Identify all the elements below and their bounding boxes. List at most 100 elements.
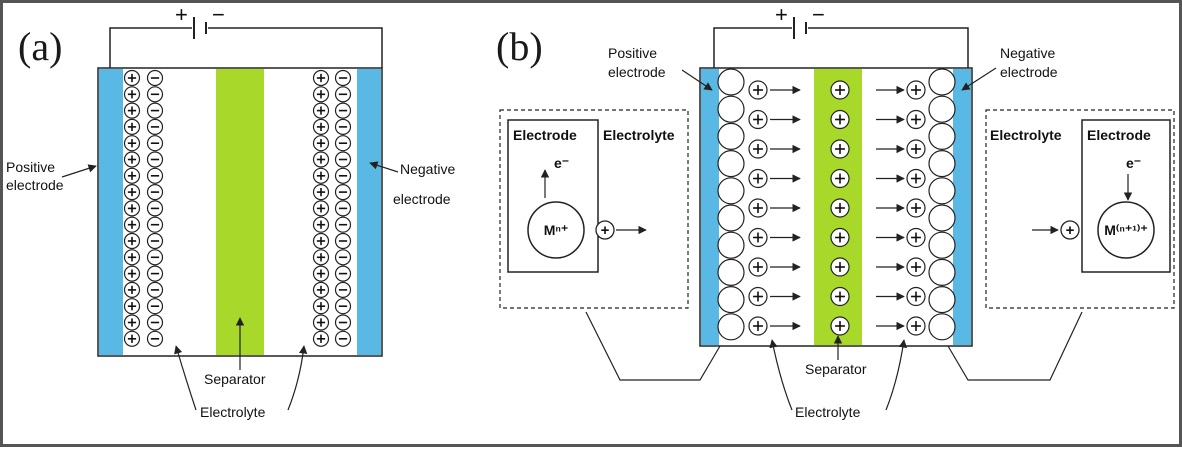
cation-near-positive [748, 168, 768, 189]
electrode-particle [928, 150, 956, 178]
panel-b-electrolyte-label: Electrolyte [795, 404, 861, 420]
negative-charge [146, 118, 164, 136]
positive-charge [312, 232, 330, 250]
positive-charge [312, 135, 330, 152]
negative-charge [146, 135, 164, 152]
cation-in-separator [830, 139, 850, 159]
negative-charge [334, 167, 352, 184]
negative-charge [334, 249, 352, 266]
positive-charge [312, 102, 330, 119]
panel-b-minus-sign: − [812, 2, 825, 27]
positive-charge [312, 69, 330, 87]
positive-charge [123, 102, 141, 119]
cation-near-positive [748, 109, 768, 130]
negative-charge [334, 86, 352, 103]
cation-near-negative [906, 198, 926, 218]
inset-right-metal-ion-label: M⁽ⁿ⁺¹⁾⁺ [1104, 222, 1148, 238]
inset-left-released-cation: + [595, 220, 615, 240]
positive-charge [123, 298, 141, 315]
cation-near-negative [906, 316, 926, 336]
positive-charge [123, 184, 141, 201]
panel-b-electrolyte-arrow-right [885, 339, 908, 411]
electrode-particle [717, 122, 745, 150]
positive-charge [123, 151, 141, 168]
negative-charge [146, 265, 164, 282]
positive-charge [123, 281, 141, 298]
electrode-particle [717, 95, 745, 123]
panel-b-right-label-line2: electrode [1000, 64, 1058, 80]
panel-a-positive-electrode [99, 69, 123, 355]
panel-b-separator-label: Separator [805, 361, 867, 377]
negative-charge [334, 151, 352, 168]
inset-left-released-cation-sign: + [601, 222, 610, 239]
positive-charge [312, 281, 330, 298]
electrode-particle [928, 95, 956, 123]
positive-charge [312, 184, 330, 201]
cation-near-positive [748, 257, 768, 277]
positive-charge [123, 330, 141, 347]
negative-charge [334, 281, 352, 298]
inset-right-electrode-label: Electrode [1087, 127, 1151, 143]
negative-charge [334, 135, 352, 152]
negative-charge [146, 314, 164, 331]
positive-charge [312, 314, 330, 331]
panel-b: (b) + − Positive electrode Negative elec… [496, 2, 1175, 420]
inset-left-electrode-label: Electrode [513, 127, 577, 143]
cation-near-positive [748, 80, 768, 100]
electrode-particle [928, 313, 956, 341]
negative-charge [334, 314, 352, 331]
cation-near-positive [748, 227, 768, 248]
positive-charge [312, 298, 330, 315]
cation-in-separator [830, 198, 850, 218]
cation-near-positive [748, 139, 768, 159]
panel-b-right-label-arrow [961, 67, 997, 91]
positive-charge [312, 330, 330, 347]
negative-charge [146, 167, 164, 184]
positive-charge [123, 118, 141, 136]
electrode-particle [928, 231, 956, 259]
panel-a-electrolyte-arrow-right [287, 345, 308, 411]
positive-charge [123, 314, 141, 331]
panel-a-left-label-arrow [61, 164, 97, 178]
negative-charge [334, 200, 352, 217]
positive-charge [312, 167, 330, 184]
electrode-particle [717, 68, 745, 96]
panel-b-right-label-line1: Negative [1000, 45, 1055, 61]
cation-near-negative [906, 139, 926, 159]
panel-b-migrating-cations [748, 80, 926, 336]
positive-charge [312, 86, 330, 103]
electrode-particle [928, 286, 956, 314]
cation-in-separator [830, 257, 850, 277]
cation-in-separator [830, 316, 850, 336]
inset-left-metal-ion [527, 201, 585, 259]
panel-a-left-label-line2: electrode [6, 177, 64, 193]
inset-left-callout-lines [585, 311, 721, 381]
cation-in-separator [830, 286, 850, 307]
inset-right-callout-lines [947, 311, 1083, 381]
negative-charge [146, 102, 164, 119]
cation-near-negative [906, 257, 926, 277]
panel-a-double-layer-charges [123, 69, 352, 347]
positive-charge [123, 135, 141, 152]
panel-b-electrolyte-arrow-left [769, 339, 793, 411]
positive-charge [312, 265, 330, 282]
inset-left-metal-ion-label: Mⁿ⁺ [544, 222, 569, 238]
panel-a-tag: (a) [18, 24, 62, 69]
negative-charge [146, 232, 164, 250]
panel-a: (a) + − Positive electrode Negative elec… [6, 2, 455, 420]
positive-charge [123, 86, 141, 103]
positive-charge [123, 200, 141, 217]
positive-charge [312, 200, 330, 217]
panel-b-positive-electrode [701, 69, 719, 345]
panel-a-electrolyte-label: Electrolyte [200, 404, 266, 420]
panel-a-right-label-line2: electrode [393, 191, 451, 207]
inset-right-metal-ion [1097, 201, 1155, 259]
negative-charge [146, 86, 164, 103]
inset-right-incoming-cation-sign: + [1066, 222, 1075, 239]
cation-near-positive [748, 198, 768, 218]
cation-near-positive [748, 286, 768, 307]
electrode-particle [717, 258, 745, 286]
electrode-particle [928, 122, 956, 150]
panel-a-left-label-line1: Positive [6, 159, 55, 175]
